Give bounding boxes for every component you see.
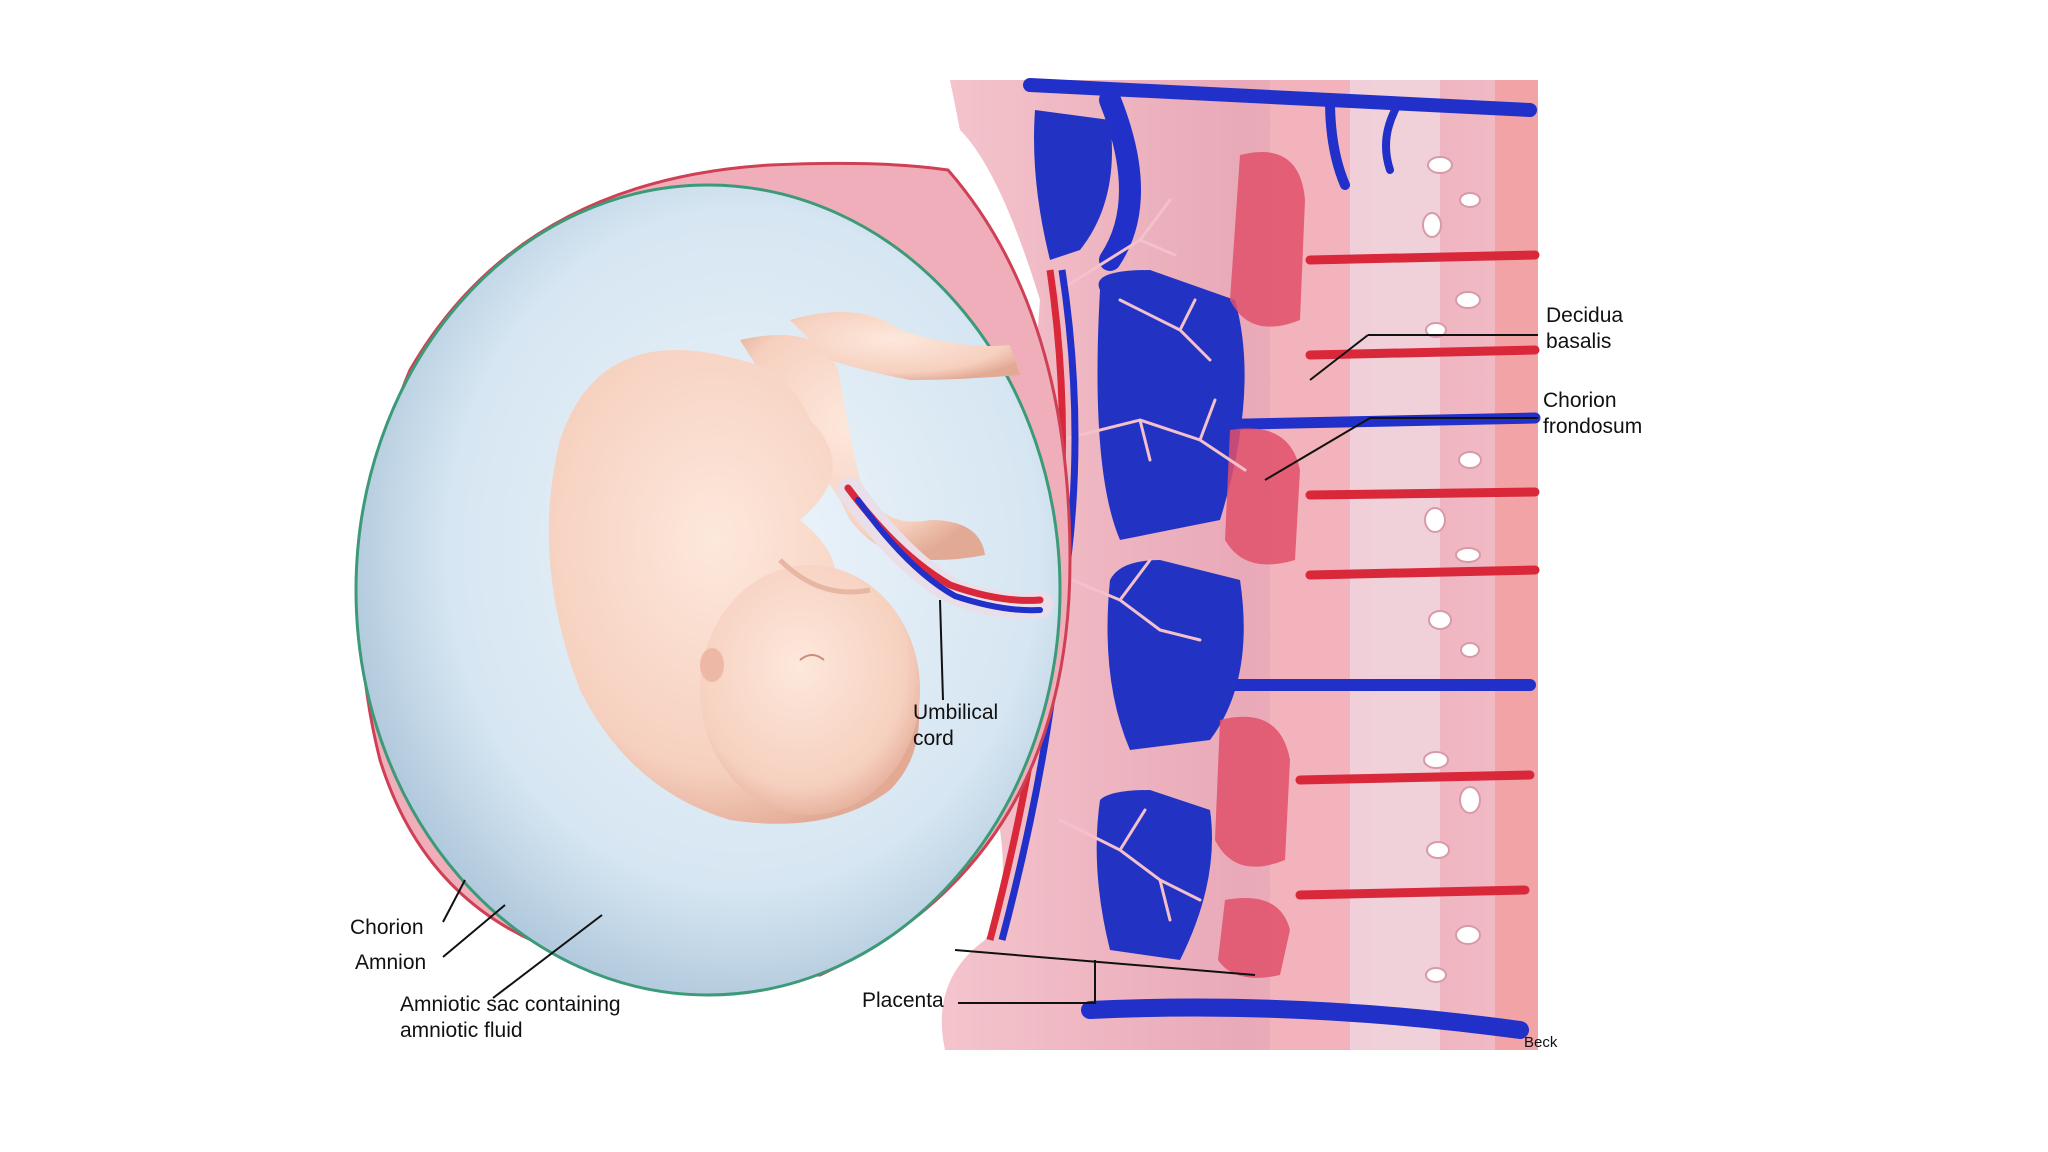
label-placenta: Placenta [862,989,944,1012]
leader-lines [442,334,1538,1004]
label-amniotic-sac: Amniotic sac containing amniotic fluid [400,993,621,1042]
label-umbilical-cord: Umbilical cord [913,701,999,750]
leader-placenta-bracket [954,949,1256,976]
leader-umbilical-cord [939,599,944,701]
leader-placenta [958,960,1096,1004]
label-chorion: Chorion [350,916,424,939]
leader-amnion [442,904,506,958]
umbilical-cord [837,477,1053,619]
maternal-vessels [1023,78,1541,1039]
chorionic-villi [1215,152,1305,978]
label-decidua-basalis: Decidua basalis [1546,304,1624,353]
leader-amniotic-sac [492,914,603,999]
decidua-glands [1422,156,1482,983]
leader-chorion [442,879,466,923]
artist-signature: Beck [1524,1034,1558,1051]
leader-chorion-frondosum-b [1264,417,1371,481]
fetus [548,312,1020,824]
label-amnion: Amnion [355,951,427,974]
villous-branches [1058,198,1247,922]
leader-decidua-basalis-b [1309,334,1369,381]
label-chorion-frondosum: Chorion frondosum [1543,389,1643,438]
